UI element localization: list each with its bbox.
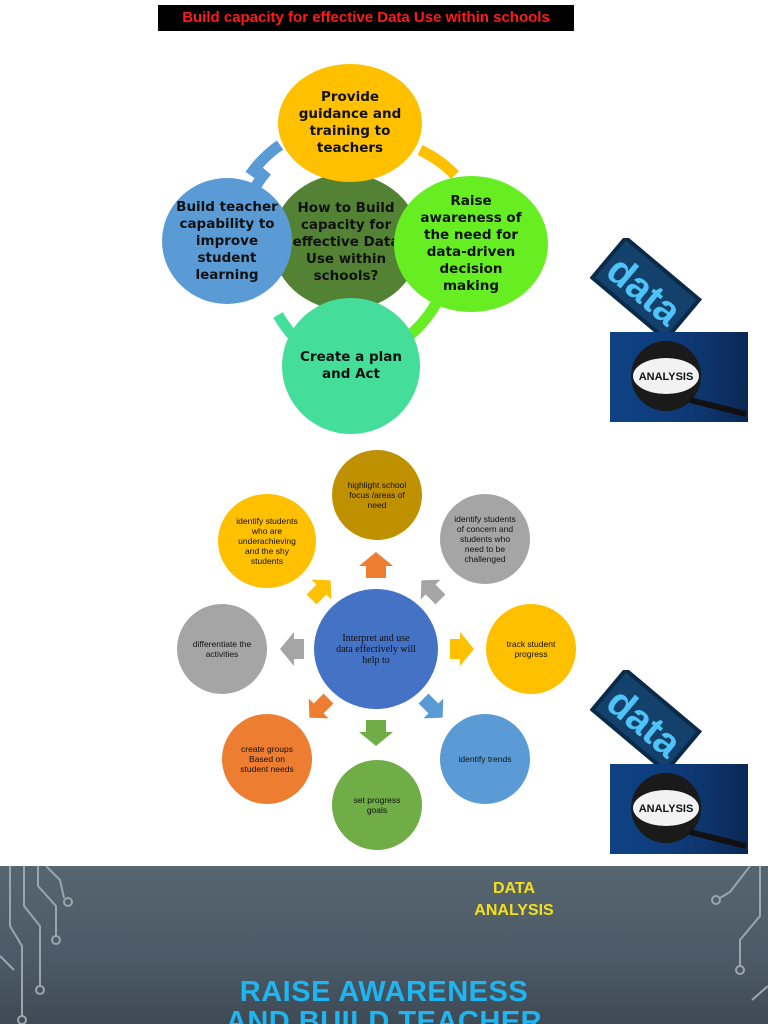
radial-node-bottom-left: create groups Based on student needs (222, 714, 312, 804)
cycle-node-top-text: Provide guidance and training to teacher… (298, 89, 402, 156)
radial-node-right-text: track student progress (506, 639, 556, 659)
bottom-slide: DATA ANALYSIS RAISE AWARENESS AND BUILD … (0, 866, 768, 1024)
cycle-node-left: Build teacher capability to improve stud… (162, 178, 292, 304)
cycle-node-right: Raise awareness of the need for data-dri… (394, 176, 548, 312)
radial-node-top: highlight school focus /areas of need (332, 450, 422, 540)
radial-node-left-text: differentiate the activities (192, 639, 252, 659)
radial-node-bottom-text: set progress goals (353, 795, 401, 815)
radial-node-bottom-right-text: identify trends (458, 754, 512, 764)
cycle-node-left-text: Build teacher capability to improve stud… (176, 198, 278, 283)
cycle-node-bottom-text: Create a plan and Act (300, 349, 402, 382)
data-analysis-image-2: data ANALYSIS (589, 667, 750, 856)
cycle-node-right-text: Raise awareness of the need for data-dri… (420, 193, 522, 294)
slide-title-line2: AND BUILD TEACHER (225, 1006, 543, 1024)
cycle-node-bottom: Create a plan and Act (282, 298, 420, 434)
slide-title-line1: RAISE AWARENESS (239, 976, 529, 1008)
analysis-word-2: ANALYSIS (639, 803, 694, 815)
cycle-center: How to Build capacity for effective Data… (272, 174, 420, 310)
radial-node-top-text: highlight school focus /areas of need (347, 480, 407, 510)
circuit-decoration (0, 866, 768, 1024)
radial-node-left: differentiate the activities (177, 604, 267, 694)
cycle-node-top: Provide guidance and training to teacher… (278, 64, 422, 182)
radial-node-bottom-left-text: create groups Based on student needs (240, 744, 294, 774)
radial-node-top-left: identify students who are underachieving… (218, 494, 316, 588)
banner-title: Build capacity for effective Data Use wi… (158, 5, 574, 31)
data-analysis-label: DATA ANALYSIS (474, 880, 554, 919)
radial-center-text: Interpret and use data effectively will … (336, 632, 416, 666)
radial-node-bottom: set progress goals (332, 760, 422, 850)
radial-node-right: track student progress (486, 604, 576, 694)
radial-node-bottom-right: identify trends (440, 714, 530, 804)
radial-node-top-left-text: identify students who are underachieving… (236, 516, 298, 566)
cycle-center-text: How to Build capacity for effective Data… (292, 199, 400, 284)
analysis-word: ANALYSIS (639, 371, 694, 383)
radial-node-top-right-text: identify students of concern and student… (454, 514, 516, 564)
radial-center: Interpret and use data effectively will … (314, 589, 438, 709)
data-analysis-image-1: data ANALYSIS (589, 235, 750, 424)
radial-node-top-right: identify students of concern and student… (440, 494, 530, 584)
